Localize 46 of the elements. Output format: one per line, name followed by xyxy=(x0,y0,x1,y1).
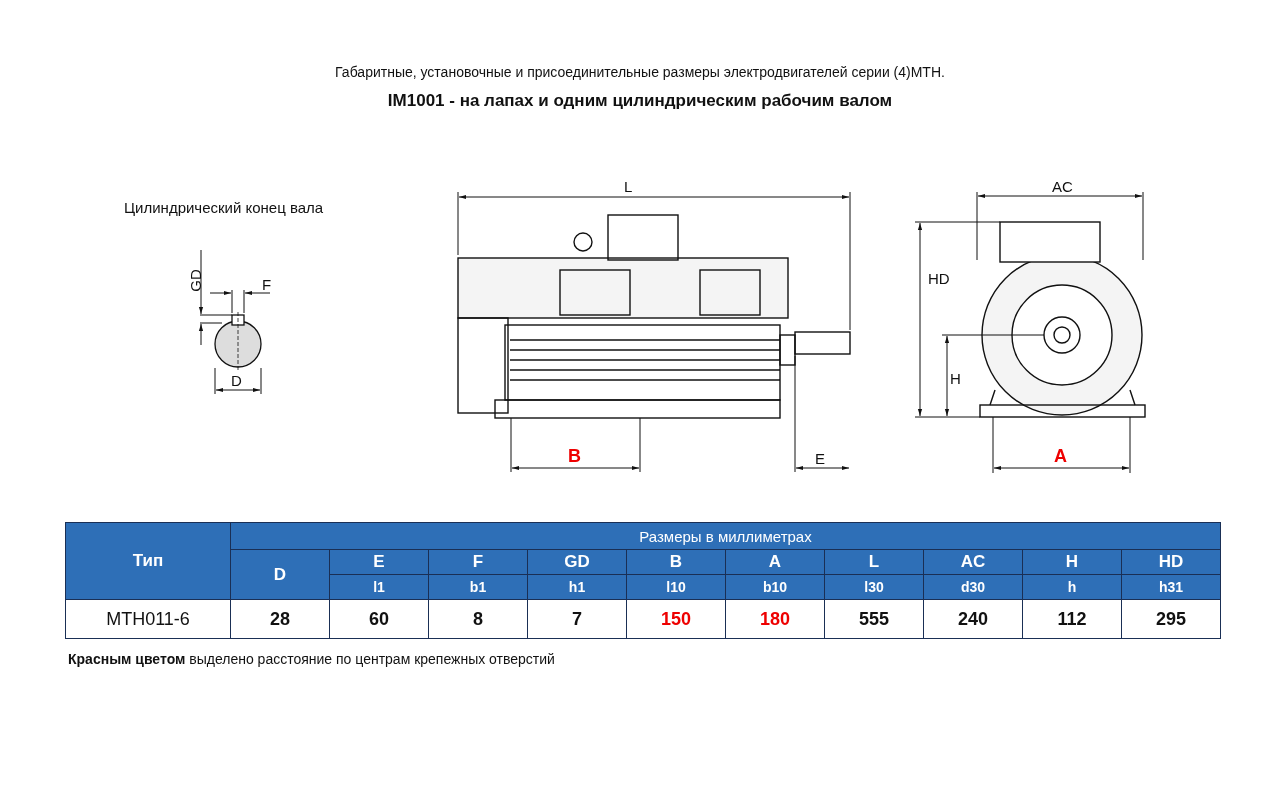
column-subheader: h31 xyxy=(1121,574,1221,600)
section-title: Цилиндрический конец вала xyxy=(124,199,324,216)
column-header: F xyxy=(428,549,528,575)
dimension-label: H xyxy=(950,370,961,387)
dimension-label: HD xyxy=(928,270,950,287)
row-header: MTH011-6 xyxy=(65,599,231,639)
dimension-label: E xyxy=(815,450,825,467)
column-header: B xyxy=(626,549,726,575)
dimension-label: D xyxy=(231,372,242,389)
column-subheader: d30 xyxy=(923,574,1023,600)
footnote: Красным цветом выделено расстояние по центрам крепежных отверстий xyxy=(68,651,555,667)
column-subheader: l1 xyxy=(329,574,429,600)
table-value: 555 xyxy=(824,599,924,639)
column-header: L xyxy=(824,549,924,575)
table-value: 240 xyxy=(923,599,1023,639)
column-header: AC xyxy=(923,549,1023,575)
dimension-label: A xyxy=(1054,446,1067,467)
column-subheader: b1 xyxy=(428,574,528,600)
column-header: GD xyxy=(527,549,627,575)
dimension-label: L xyxy=(624,178,633,195)
dimension-label: B xyxy=(568,446,581,467)
dimension-label: F xyxy=(262,276,272,293)
column-header: HD xyxy=(1121,549,1221,575)
table-value: 180 xyxy=(725,599,825,639)
dimension-label: GD xyxy=(186,269,204,292)
table-value: 60 xyxy=(329,599,429,639)
column-subheader: h1 xyxy=(527,574,627,600)
column-subheader: h xyxy=(1022,574,1122,600)
page-title: Габаритные, установочные и присоединительные размеры электродвигателей серии (4)MTH. xyxy=(335,64,945,80)
table-value: 8 xyxy=(428,599,528,639)
column-header: Тип xyxy=(65,522,231,600)
table-value: 295 xyxy=(1121,599,1221,639)
column-subheader: l30 xyxy=(824,574,924,600)
column-subheader: l10 xyxy=(626,574,726,600)
group-header: Размеры в миллиметрах xyxy=(230,522,1221,550)
column-header: E xyxy=(329,549,429,575)
column-header: H xyxy=(1022,549,1122,575)
dimension-label: AC xyxy=(1052,178,1073,195)
column-subheader: b10 xyxy=(725,574,825,600)
table-value: 112 xyxy=(1022,599,1122,639)
table-value: 28 xyxy=(230,599,330,639)
column-header: D xyxy=(230,549,330,600)
table-value: 7 xyxy=(527,599,627,639)
column-header: A xyxy=(725,549,825,575)
table-value: 150 xyxy=(626,599,726,639)
page-subtitle: IM1001 - на лапах и одним цилиндрическим рабочим валом xyxy=(387,91,893,111)
